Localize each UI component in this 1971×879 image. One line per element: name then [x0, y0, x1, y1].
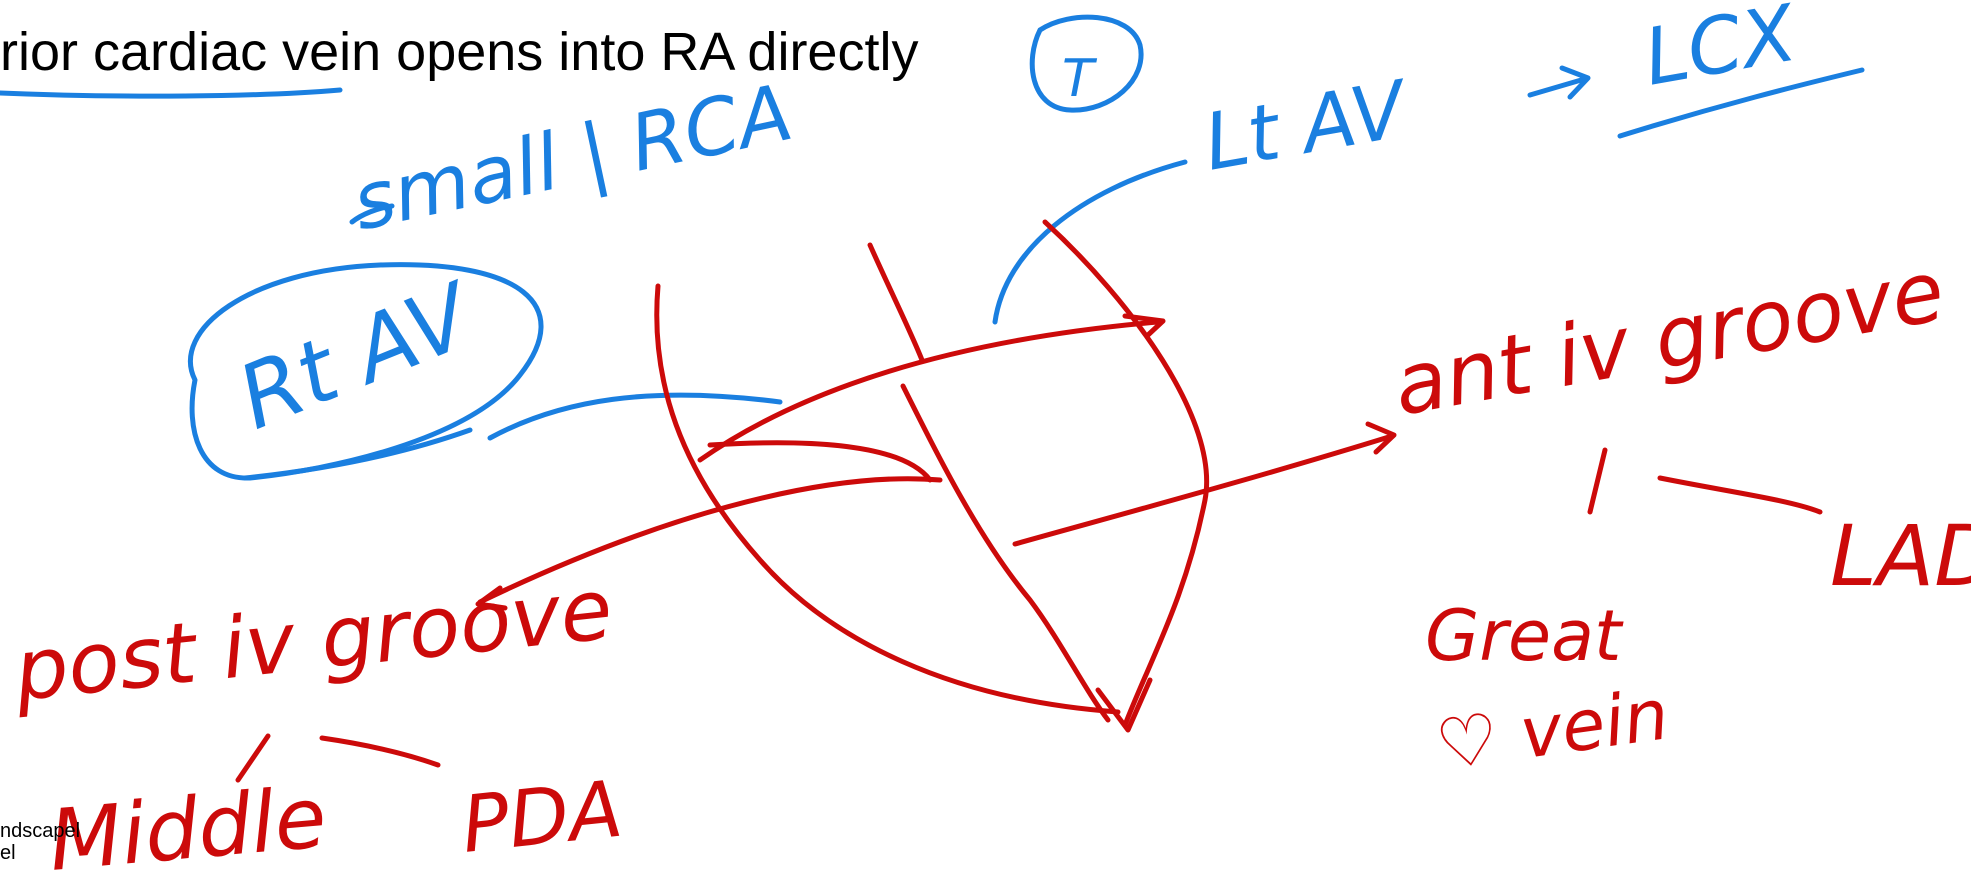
- ant-branch-left: [1590, 450, 1605, 512]
- red-ink-group: ant iv groove LAD Great ♡ vein post iv g…: [9, 222, 1971, 879]
- heart-left-border: [657, 286, 1118, 712]
- ant-iv-groove-label: ant iv groove: [1386, 242, 1951, 435]
- inner-curve: [710, 443, 930, 480]
- blue-ink-group: T small | RCA Rt AV Lt AV LCX: [0, 0, 1862, 478]
- lad-label: LAD: [1830, 507, 1971, 605]
- heart-right-border: [1045, 222, 1207, 725]
- lt-av-label: Lt AV: [1198, 64, 1417, 188]
- ant-branch-right: [1660, 478, 1820, 512]
- title-underline: [0, 90, 340, 96]
- footer-text: ndscapel el: [0, 820, 120, 864]
- small-rca-label: small | RCA: [345, 68, 800, 249]
- rt-av-connector: [490, 395, 780, 438]
- heart-vein-label: ♡ vein: [1431, 673, 1673, 787]
- lt-av-arrow: [1530, 68, 1588, 97]
- post-iv-groove-label: post iv groove: [9, 560, 617, 720]
- anterior-iv-line: [903, 386, 1108, 720]
- post-branch-right: [322, 738, 438, 765]
- lcx-label: LCX: [1638, 0, 1804, 104]
- pda-label: PDA: [458, 765, 627, 871]
- circled-mark-label: T: [1062, 49, 1098, 109]
- posterior-iv-line: [870, 245, 922, 360]
- great-vein-label: Great: [1425, 595, 1624, 677]
- lt-av-arc: [995, 162, 1185, 322]
